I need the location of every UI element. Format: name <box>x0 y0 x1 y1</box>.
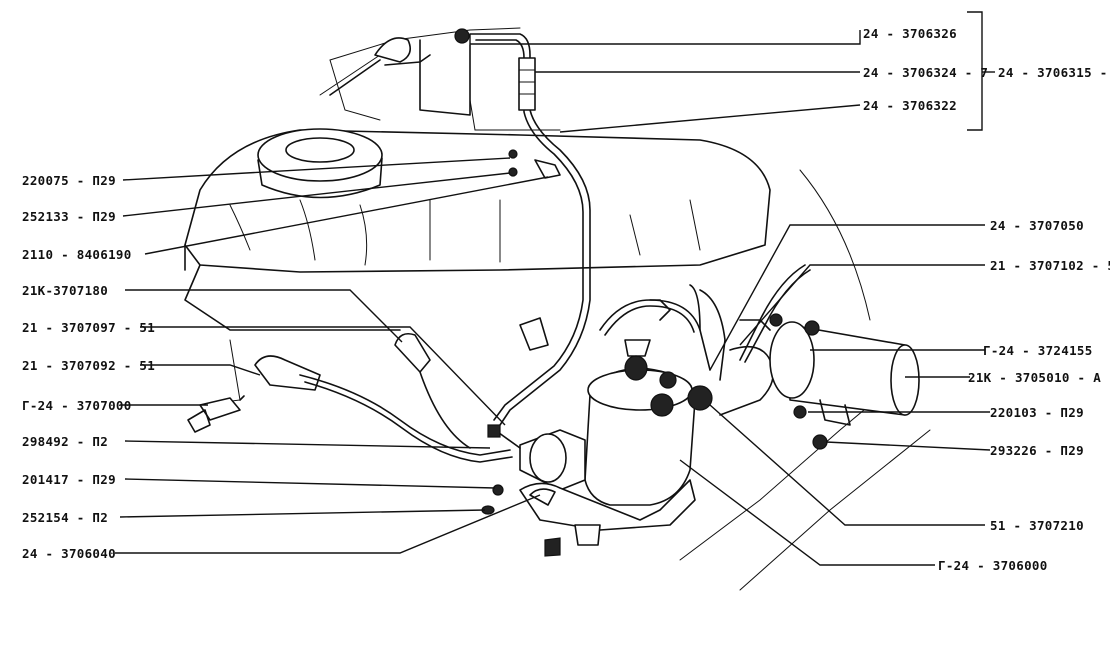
part-label: 21 - 3707092 - 51 <box>22 358 155 373</box>
leader-lines <box>115 11 995 566</box>
engine-illustration <box>184 27 931 591</box>
part-label: Г-24 - 3706000 <box>938 558 1048 573</box>
part-label: 298492 - П2 <box>22 434 108 449</box>
part-label: Г-24 - 3724155 <box>983 343 1093 358</box>
part-label: 24 - 3706322 <box>863 98 957 113</box>
part-label: 21 - 3707102 - 51 <box>990 258 1110 273</box>
part-label: 21К-3707180 <box>22 283 108 298</box>
part-label: Г-24 - 3707000 <box>22 398 132 413</box>
part-label: 24 - 3707050 <box>990 218 1084 233</box>
part-label: 220075 - П29 <box>22 173 116 188</box>
part-label: 252133 - П29 <box>22 209 116 224</box>
group-label: 24 - 3706315 - б <box>998 65 1110 80</box>
part-label: 51 - 3707210 <box>990 518 1084 533</box>
part-label: 24 - 3706040 <box>22 546 116 561</box>
part-label: 201417 - П29 <box>22 472 116 487</box>
labels-right: 24 - 3706326 24 - 3706324 - 7 24 - 37063… <box>863 26 1110 573</box>
part-label: 252154 - П2 <box>22 510 108 525</box>
part-label: 293226 - П29 <box>990 443 1084 458</box>
labels-left: 220075 - П29 252133 - П29 2110 - 8406190… <box>22 173 155 561</box>
part-label: 21 - 3707097 - 51 <box>22 320 155 335</box>
part-label: 24 - 3706326 <box>863 26 957 41</box>
part-label: 220103 - П29 <box>990 405 1084 420</box>
part-label: 2110 - 8406190 <box>22 247 132 262</box>
part-label: 24 - 3706324 - 7 <box>863 65 988 80</box>
part-label: 21К - 3705010 - А <box>968 370 1101 385</box>
